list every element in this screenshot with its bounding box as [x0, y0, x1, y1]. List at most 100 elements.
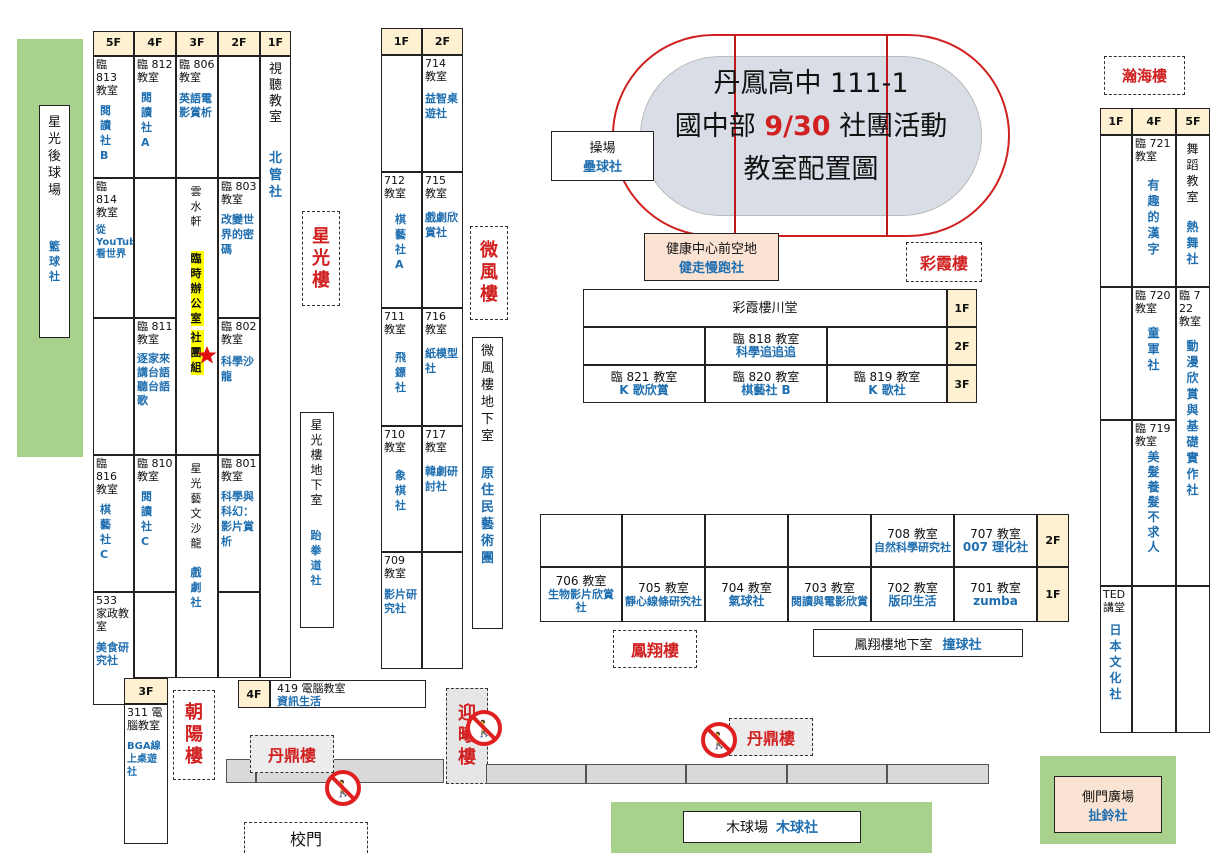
room-label: 臨 721 教室: [1135, 137, 1171, 163]
club-label: 閱讀社C: [141, 490, 152, 548]
corridor-segment: [686, 764, 787, 784]
room-label: 708 教室: [887, 526, 938, 541]
dance-room: 舞蹈教室 熱舞社: [1176, 135, 1210, 287]
floor-2f: 2F: [1037, 514, 1069, 567]
floor-5f: 5F: [1176, 108, 1210, 135]
room-label: 臨 810 教室: [137, 457, 173, 483]
caixia-hall: 彩霞樓川堂: [583, 289, 947, 327]
club-label: 科學沙龍: [221, 355, 254, 383]
room-label: 714 教室: [425, 57, 447, 83]
title-prefix: 國中部: [674, 111, 765, 142]
fengxiang-basement: 鳳翔樓地下室 撞球社: [813, 629, 1023, 657]
floor-2f: 2F: [218, 31, 260, 56]
room-label: 臨 820 教室: [732, 370, 800, 384]
av-room: 視聽教室 北管社: [260, 56, 291, 678]
club-label: 生物影片欣賞社: [548, 588, 614, 614]
floor-4f: 4F: [134, 31, 176, 56]
room-818: 臨 818 教室 科學追追追: [705, 327, 827, 365]
room-820: 臨 820 教室 棋藝社 B: [705, 365, 827, 403]
room-label: 臨 806 教室: [179, 58, 215, 84]
room-819: 臨 819 教室 K 歌社: [827, 365, 947, 403]
no-pedestrian-icon: 🚶: [466, 710, 502, 746]
building-caixia: 彩霞樓: [906, 242, 982, 282]
title-date: 9/30: [764, 111, 831, 142]
room-label: 臨 802 教室: [221, 320, 257, 346]
room-722: 臨 722 教室 動漫欣賞與基礎實作社: [1176, 287, 1210, 586]
floor-1f: 1F: [947, 289, 977, 327]
empty-cell: [93, 318, 134, 455]
room-label: 臨 803 教室: [221, 180, 257, 206]
building-label: 鳳翔樓: [630, 641, 679, 660]
room-label: 717 教室: [425, 428, 447, 454]
room-label: 臨 722 教室: [1179, 289, 1201, 328]
club-label: 閱讀社A: [141, 91, 152, 149]
room-716: 716 教室 紙模型社: [422, 308, 463, 426]
room-814: 臨 814 教室 從YouTube看世界: [93, 178, 134, 318]
health-center-area: 健康中心前空地 健走慢跑社: [644, 233, 779, 281]
title-line-1: 丹鳳高中 111-1: [713, 68, 909, 99]
empty-cell: [134, 592, 176, 678]
club-label: 閱讀與電影欣賞: [791, 594, 868, 608]
ted-hall: TED 講堂 日本文化社: [1100, 586, 1132, 733]
building-label: 朝陽樓: [185, 702, 203, 767]
corridor-segment: [787, 764, 887, 784]
wood-court-label: 木球場 木球社: [683, 811, 861, 843]
building-zhaoyang: 朝陽樓: [173, 690, 215, 780]
room-label: 701 教室: [970, 580, 1021, 595]
room-803: 臨 803 教室 改變世界的密碼: [218, 178, 260, 318]
title-suffix: 社團活動: [830, 111, 948, 142]
room-label: 星光藝文沙龍: [190, 462, 202, 550]
playground: 操場 壘球社: [551, 131, 654, 181]
track-line-right: [886, 34, 888, 237]
building-label: 丹鼎樓: [746, 729, 795, 748]
club-label: 棋藝社 B: [741, 383, 791, 397]
floor-2f: 2F: [947, 327, 977, 365]
track-line-left: [734, 34, 736, 237]
empty-cell: [134, 178, 176, 318]
room-label: 臨 819 教室: [853, 370, 921, 384]
room-label: 星光樓地下室: [310, 418, 323, 507]
club-label: 007 理化社: [962, 539, 1029, 554]
track-inner: [640, 56, 982, 216]
room-419: 419 電腦教室 資訊生活: [270, 680, 426, 708]
room-label: 雲水軒: [190, 185, 202, 228]
building-xingguang: 星光樓: [302, 211, 340, 306]
plaza-club: 扯鈴社: [1088, 808, 1128, 824]
club-label: 有趣的漢字: [1147, 178, 1160, 256]
room-label: 704 教室: [721, 580, 772, 595]
empty-cell: [583, 327, 705, 365]
room-label: TED 講堂: [1103, 588, 1126, 614]
weifeng-basement: 微風樓地下室 原住民藝術團: [472, 337, 503, 629]
star-icon: [197, 346, 217, 364]
floor-2f: 2F: [422, 28, 463, 55]
empty-cell: [788, 514, 871, 567]
room-715: 715 教室 戲劇欣賞社: [422, 172, 463, 308]
room-label: 712 教室: [384, 174, 406, 200]
room-706: 706 教室 生物影片欣賞社: [540, 567, 622, 622]
building-label: 星光樓: [312, 225, 330, 291]
floor-1f: 1F: [260, 31, 291, 56]
floor-1f: 1F: [1100, 108, 1132, 135]
club-label: 韓劇研討社: [425, 465, 458, 493]
playground-club: 壘球社: [582, 160, 622, 175]
room-702: 702 教室 版印生活: [871, 567, 954, 622]
room-label: 703 教室: [804, 580, 855, 595]
club-label: 科學追追追: [735, 345, 796, 359]
club-label: 跆拳道社: [310, 529, 322, 587]
empty-cell: [1100, 287, 1132, 420]
room-label: 702 教室: [887, 580, 938, 595]
room-802: 臨 802 教室 科學沙龍: [218, 318, 260, 455]
club-label: 從YouTube看世界: [96, 225, 133, 260]
club-label: zumba: [973, 593, 1018, 608]
room-708: 708 教室 自然科學研究社: [871, 514, 954, 567]
corridor-segment: [887, 764, 989, 784]
club-group-label: 社團組: [190, 330, 204, 375]
room-label: 視聽教室: [269, 62, 283, 125]
room-810: 臨 810 教室 閱讀社C: [134, 455, 176, 592]
building-weifeng: 微風樓: [470, 226, 508, 320]
floor-3f-label: 3F: [124, 678, 168, 704]
club-label: 英語電影賞析: [179, 92, 212, 119]
empty-cell: [705, 514, 788, 567]
room-533: 533 家政教室 美食研究社: [93, 592, 134, 705]
room-label: 419 電腦教室: [277, 682, 346, 695]
